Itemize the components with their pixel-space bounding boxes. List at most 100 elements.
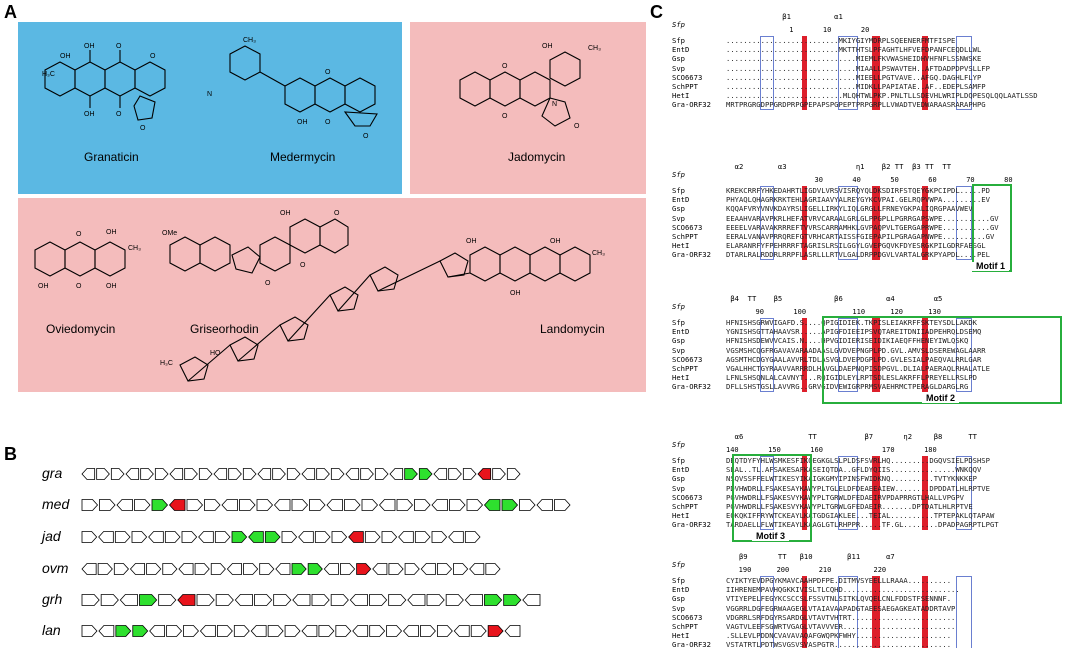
conserved-column	[922, 36, 928, 110]
alignment-block: Sfp α2 α3 η1 β2 TT β3 TT TT 30 40 50 60 …	[672, 162, 1070, 288]
sequence-name: SCO6673	[672, 72, 703, 82]
gene-arrow	[154, 468, 169, 480]
gene-arrow	[273, 594, 292, 606]
sequence-row: ELARANRFYFPEHRRRFTAGRISLRSILGGYLGVEPGQVK…	[726, 241, 986, 251]
gene-arrow	[414, 499, 431, 511]
sequence-name: SCO6673	[672, 612, 703, 622]
gene-arrow	[492, 468, 506, 480]
svg-text:O: O	[76, 283, 82, 290]
svg-text:O: O	[140, 125, 146, 132]
medermycin-label: Medermycin	[270, 150, 336, 164]
gene-arrow	[196, 594, 215, 606]
gene-arrow	[81, 594, 100, 606]
sequence-row: ..............................MIEELLPGTV…	[726, 72, 982, 82]
sequence-row: YGNISHSGTTAHAAVSR.....APIGFDIEEIPSVQTARE…	[726, 327, 982, 337]
gene-arrow	[436, 625, 453, 637]
gene-arrow	[186, 499, 204, 511]
sequence-row: VGSMSHCQGFRGAVAVARAADAASLGVDVEPNGPLPD.GV…	[726, 345, 986, 355]
gene-arrow	[414, 531, 431, 543]
gene-arrow	[151, 499, 169, 511]
svg-text:HO: HO	[210, 350, 221, 357]
similarity-frame	[838, 36, 858, 110]
sequence-row: TARDAELLFLWTIKEAYLKAAGLGTLRHPPR.....TF.G…	[726, 520, 999, 530]
svg-text:O: O	[574, 123, 580, 130]
gene-arrow	[431, 531, 448, 543]
motif-label: Motif 3	[752, 531, 789, 541]
gene-arrow	[213, 468, 228, 480]
gene-arrow	[292, 594, 311, 606]
gene-arrow	[139, 594, 158, 606]
residue-number-line: 1 10 20	[726, 26, 870, 34]
gene-arrow	[162, 563, 178, 575]
conserved-column	[871, 186, 880, 260]
svg-text:OH: OH	[60, 53, 71, 60]
gene-arrow	[181, 531, 198, 543]
sequence-name: Gsp	[672, 594, 685, 604]
svg-text:O: O	[363, 133, 369, 140]
gene-arrow	[233, 625, 250, 637]
similarity-frame	[955, 576, 973, 648]
gene-arrow	[291, 563, 307, 575]
gene-arrow	[506, 468, 521, 480]
motif-box	[732, 454, 812, 542]
secondary-structure-line: β9 TT β10 β11 α7	[726, 552, 895, 561]
sequence-row: VAGTVLEEFSGWRTVGAGLVTAVVVER.............…	[726, 622, 956, 631]
panel-b-label: B	[4, 444, 17, 464]
gene-arrow	[477, 468, 492, 480]
sequence-name: EntD	[672, 327, 690, 337]
secondary-structure-line: α2 α3 η1 β2 TT β3 TT TT	[726, 162, 952, 171]
gene-arrow	[501, 499, 519, 511]
sequence-name: Gsp	[672, 54, 685, 64]
sequence-row: HFNISHSGRWVIGAFD.S....QPIGIDIEK.TKPISLEI…	[726, 318, 977, 327]
gene-arrow	[81, 563, 97, 575]
gene-arrow	[96, 468, 110, 480]
gene-arrow	[100, 594, 119, 606]
svg-text:OH: OH	[542, 43, 553, 50]
gene-arrow	[326, 499, 343, 511]
sequence-name: HetI	[672, 91, 690, 101]
gene-arrow	[242, 468, 257, 480]
similarity-frame	[955, 318, 973, 392]
gene-arrow	[485, 563, 501, 575]
svg-text:CH₃: CH₃	[128, 245, 141, 252]
ss-reference-label: Sfp	[672, 170, 685, 179]
gene-arrow	[398, 531, 414, 543]
gene-arrow	[464, 594, 483, 606]
gene-arrow	[148, 531, 164, 543]
sequence-row: EERALVANAVPRRQREFGTVRHCARTAISSFGIEPAPILP…	[726, 232, 995, 241]
gene-arrow	[381, 531, 398, 543]
gene-arrow	[164, 531, 181, 543]
svg-text:OH: OH	[280, 210, 291, 217]
sequence-name: Gra-ORF32	[672, 382, 711, 392]
gene-arrow	[115, 625, 132, 637]
gene-arrow	[330, 468, 345, 480]
gene-arrow	[286, 468, 301, 480]
gene-arrow	[216, 625, 233, 637]
gene-arrow	[330, 594, 349, 606]
gene-arrow	[194, 563, 210, 575]
sequence-row: DFLLSHSTGSLLAVVRG..GRVGIDVEWIGRPRMSVAEHR…	[726, 382, 969, 392]
gene-row-label-med: med	[42, 496, 70, 512]
gene-row-label-lan: lan	[42, 622, 61, 638]
gene-arrow	[309, 499, 326, 511]
motif-box	[822, 316, 1062, 404]
granaticin-label: Granaticin	[84, 150, 139, 164]
sequence-row: EEAAHVARAVPKRLHEFATVRVCARAALGRLGLPPGPLLP…	[726, 213, 999, 223]
secondary-structure-line: β1 α1	[726, 12, 843, 21]
sequence-row: ..............................MIAALLPSWA…	[726, 63, 990, 73]
gene-arrow	[433, 468, 448, 480]
gene-arrow	[504, 625, 521, 637]
conserved-column	[871, 576, 880, 648]
sequence-name: SchPPT	[672, 502, 698, 511]
sequence-name: EntD	[672, 465, 690, 475]
gene-arrow	[81, 468, 96, 480]
sequence-name: EntD	[672, 45, 690, 55]
sequence-row: NSQVSSFFELWTIKESYIKAIGKGMYIPINSFWIDKNQ..…	[726, 474, 977, 484]
sequence-name: SchPPT	[672, 622, 698, 631]
sequence-name: Gra-ORF32	[672, 250, 711, 260]
sequence-name: SchPPT	[672, 364, 698, 373]
ss-reference-label: Sfp	[672, 560, 685, 569]
landomycin-label: Landomycin	[540, 322, 605, 336]
ss-reference-label: Sfp	[672, 440, 685, 449]
